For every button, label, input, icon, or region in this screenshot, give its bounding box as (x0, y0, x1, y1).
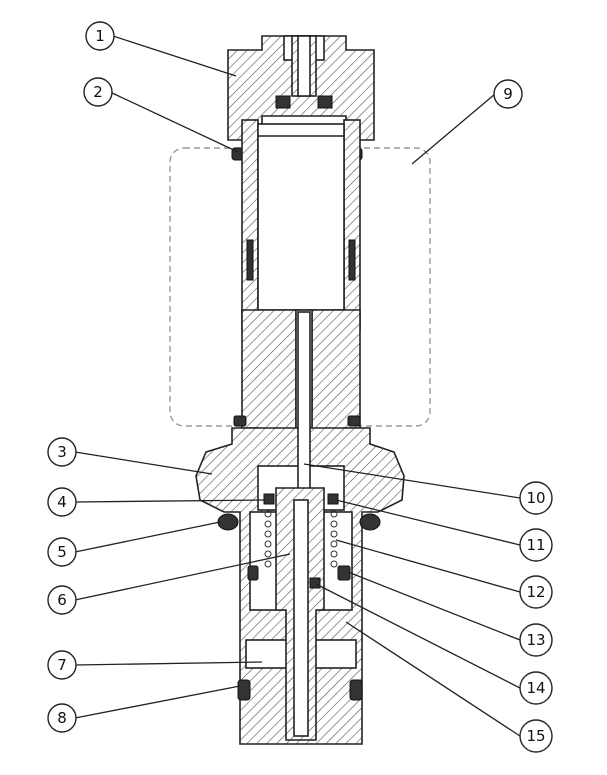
svg-text:7: 7 (57, 656, 67, 674)
svg-text:3: 3 (57, 443, 67, 461)
body-seal-left (217, 513, 239, 531)
retainer-right (327, 493, 339, 505)
svg-text:13: 13 (526, 631, 545, 649)
svg-text:10: 10 (526, 489, 545, 507)
callout-8: 8 (47, 703, 77, 733)
spool (275, 487, 325, 741)
callout-5: 5 (47, 537, 77, 567)
callout-10: 10 (519, 481, 553, 515)
callout-7: 7 (47, 650, 77, 680)
callout-4: 4 (47, 487, 77, 517)
top-nut (227, 35, 375, 141)
svg-text:14: 14 (526, 679, 545, 697)
svg-text:15: 15 (526, 727, 545, 745)
svg-text:1: 1 (95, 27, 105, 45)
body-seal-right (359, 513, 381, 531)
callout-12: 12 (519, 575, 553, 609)
svg-text:11: 11 (526, 536, 545, 554)
callout-3: 3 (47, 437, 77, 467)
armature-tube (241, 119, 361, 331)
retainer-left (263, 493, 275, 505)
svg-text:6: 6 (57, 591, 67, 609)
spool-seal (309, 577, 321, 589)
bottom-seal-right (349, 679, 363, 701)
push-rod (297, 311, 311, 491)
callout-15: 15 (519, 719, 553, 753)
svg-text:9: 9 (503, 85, 513, 103)
leader-lines (74, 35, 521, 737)
svg-text:5: 5 (57, 543, 67, 561)
svg-text:8: 8 (57, 709, 67, 727)
svg-text:2: 2 (93, 83, 103, 101)
spring (264, 510, 338, 568)
callout-2: 2 (83, 77, 113, 107)
callout-13: 13 (519, 623, 553, 657)
svg-text:4: 4 (57, 493, 67, 511)
inner-seal-left (247, 565, 259, 581)
callout-11: 11 (519, 528, 553, 562)
callout-6: 6 (47, 585, 77, 615)
callout-9: 9 (493, 79, 523, 109)
callout-1: 1 (85, 21, 115, 51)
callout-14: 14 (519, 671, 553, 705)
inner-seal-right (337, 565, 351, 581)
bottom-seal-left (237, 679, 251, 701)
svg-text:12: 12 (526, 583, 545, 601)
